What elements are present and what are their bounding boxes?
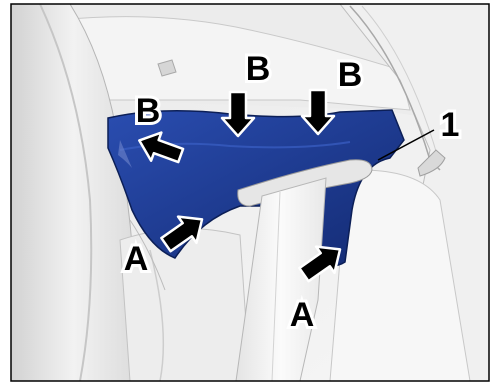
svg-text:1: 1 (441, 106, 460, 144)
label-b-left: B (136, 92, 161, 130)
svg-text:A: A (124, 240, 149, 278)
svg-text:B: B (136, 92, 161, 130)
svg-text:A: A (290, 296, 315, 334)
label-a-left: A (124, 240, 149, 278)
svg-text:B: B (246, 50, 271, 88)
label-b-center: B (246, 50, 271, 88)
label-part-1: 1 (441, 106, 460, 144)
svg-text:B: B (338, 56, 363, 94)
label-a-right: A (290, 296, 315, 334)
label-b-right: B (338, 56, 363, 94)
